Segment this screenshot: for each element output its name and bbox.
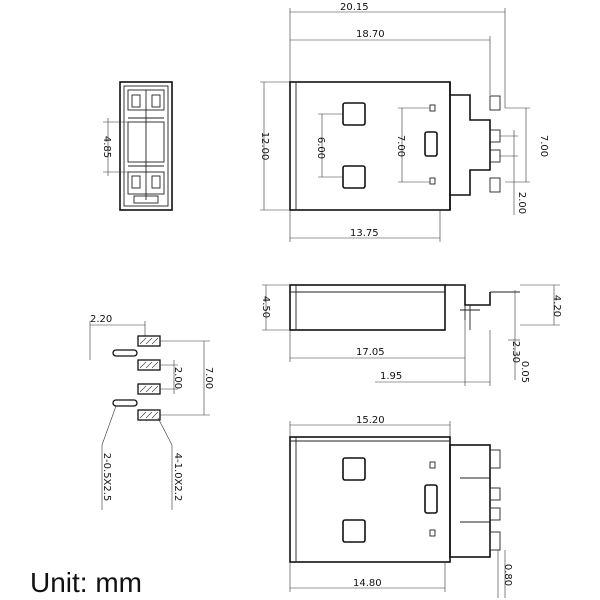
pin-span-inner-dim: 7.00 xyxy=(395,135,406,157)
pad-size-label: 4-1.0X2.2 xyxy=(172,453,183,502)
hole-spacing-dim: 6.00 xyxy=(315,137,326,159)
pad-span-dim: 7.00 xyxy=(203,367,214,389)
bottom-hole-upper xyxy=(342,457,366,481)
top-hole-lower xyxy=(342,165,366,189)
pin-pitch-dim: 2.00 xyxy=(516,192,527,214)
front-width-dim: 4.85 xyxy=(101,136,112,158)
bottom-center-slot xyxy=(424,484,438,514)
front-view: 4.85 xyxy=(101,81,173,211)
side-view: 4.50 4.20 17.05 2.30 0.05 1.95 xyxy=(260,284,562,386)
pin-length-dim: 1.95 xyxy=(380,371,402,382)
overall-length-dim: 20.15 xyxy=(340,2,369,13)
top-hole-upper xyxy=(342,102,366,126)
pin-span-outer-dim: 7.00 xyxy=(538,135,549,157)
bottom-view-body xyxy=(289,436,451,563)
pad-pitch-dim: 2.00 xyxy=(172,367,183,389)
thickness-dim: 4.50 xyxy=(260,296,271,318)
right-height-dim: 4.20 xyxy=(551,295,562,317)
pin-gap-dim: 0.80 xyxy=(502,564,513,586)
bottom-top-width-dim: 15.20 xyxy=(356,415,385,426)
shell-length-dim: 13.75 xyxy=(350,228,379,239)
slot-upper xyxy=(112,349,138,357)
front-view-inner xyxy=(123,85,169,207)
bottom-width-dim: 14.80 xyxy=(353,578,382,589)
unit-label: Unit: mm xyxy=(30,567,142,598)
side-view-body xyxy=(289,284,446,331)
pads xyxy=(137,335,161,421)
bottom-hole-lower xyxy=(342,519,366,543)
top-view-body xyxy=(289,81,451,211)
footprint-view: 2.20 2.00 7.00 2-0.5X2.5 4-1.0X2.2 xyxy=(89,314,214,510)
pad-offset-dim: 2.20 xyxy=(90,314,112,325)
side-length-dim: 17.05 xyxy=(356,347,385,358)
top-view: 20.15 18.70 6.00 7.00 7.00 xyxy=(259,2,549,242)
height-dim: 12.00 xyxy=(259,132,270,161)
slot-size-label: 2-0.5X2.5 xyxy=(101,453,112,502)
offset-b-dim: 0.05 xyxy=(519,361,530,383)
slot-lower xyxy=(112,399,138,407)
center-slot xyxy=(424,131,438,157)
bottom-view: 15.20 14.80 0.80 xyxy=(289,415,513,598)
offset-a-dim: 2.30 xyxy=(510,341,521,363)
body-length-dim: 18.70 xyxy=(356,29,385,40)
front-view-outline xyxy=(119,81,173,211)
